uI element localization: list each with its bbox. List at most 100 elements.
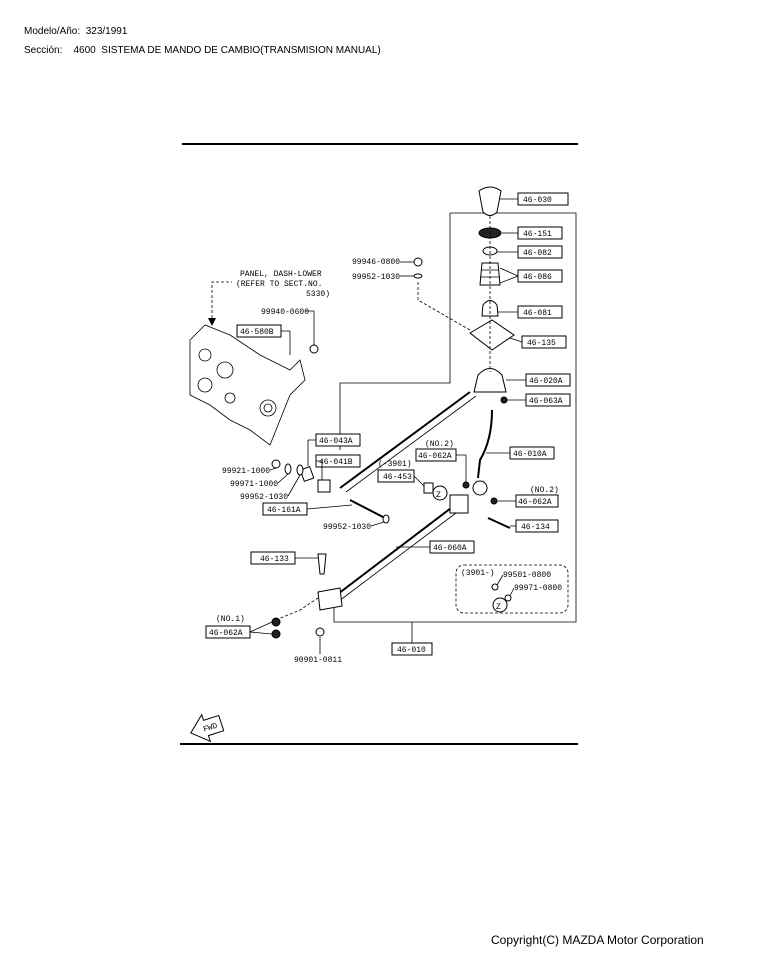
label-46-135: 46-135 [509,335,567,349]
spacer-453 [423,482,434,494]
label-46-030: 46-030 [500,192,569,206]
label-46-041B: 46-041B [315,454,361,480]
label-46-580B: 46-580B [236,324,291,355]
note-ref-3901: (-3901) [378,460,412,469]
washer-99952-low [382,514,390,524]
shift-lever-rod [477,409,493,479]
cover-plate [469,319,515,351]
label-46-161A: 46-161A [262,502,353,516]
svg-text:46-135: 46-135 [527,339,556,348]
label-46-062A-top: 46-062A (NO.2) [415,440,467,482]
pn-99952-top: 99952-1030 [352,273,400,282]
label-46-010A: 46-010A [486,446,555,460]
pn-99971-box: 99971-0800 [514,584,562,593]
label-46-020A: 46-020A [506,373,571,387]
section-line: Sección: 4600 SISTEMA DE MANDO DE CAMBIO… [24,45,381,56]
z-marker-1-text: Z [436,491,441,500]
label-46-043A: 46-043A [307,433,361,466]
label-46-151: 46-151 [502,226,563,240]
pn-99501: 99501-0800 [503,571,551,580]
label-46-453: 46-453 (-3901) [377,460,425,487]
pn-90901: 90901-0811 [294,656,342,665]
svg-text:46-151: 46-151 [523,230,552,239]
bushing-a [299,466,315,482]
svg-text:46-086: 46-086 [523,273,552,282]
panel-leader [211,281,232,318]
lower-bracket [317,587,343,611]
assembly-bracket [333,212,577,623]
bolt-063A [500,396,508,404]
control-rod-upper [339,391,471,489]
bolt-133 [317,553,327,575]
svg-text:46-081: 46-081 [523,309,552,318]
bushing-062A-no1-b [271,629,281,639]
z-marker-2-text: Z [496,603,501,612]
svg-text:46-082: 46-082 [523,249,552,258]
pn-99946: 99946-0800 [352,258,400,267]
bolt-134 [487,517,511,529]
washer-99952 [296,464,304,476]
nut-99921 [271,459,281,469]
panel-note-line2: (REFER TO SECT.NO. [236,280,322,289]
svg-text:46-043A: 46-043A [319,437,353,446]
svg-text:46-453: 46-453 [383,473,412,482]
svg-text:46-134: 46-134 [521,523,550,532]
panel-grommet [259,399,277,417]
washer-99971 [284,463,292,475]
label-46-081: 46-081 [498,305,563,319]
panel-note-line1: PANEL, DASH-LOWER [240,270,322,279]
pn-99952-low: 99952-1030 [323,523,371,532]
label-46-062A-no1: 46-062A (NO.1) [205,615,273,639]
fwd-arrow [190,713,225,743]
lever-housing [473,368,507,393]
assembly-bracket-inner [339,213,451,450]
control-rod-lower [329,504,456,601]
bushing-062A-top [462,481,470,489]
label-46-060A: 46-060A [396,540,475,554]
bolt-161A [349,499,386,519]
svg-text:46-062A: 46-062A [209,629,243,638]
svg-text:46-062A: 46-062A [418,452,452,461]
note-ref-3901-box: (3901-) [461,569,495,578]
label-46-062A-right: 46-062A (NO.2) [497,486,559,508]
model-year-line: Modelo/Año: 323/1991 [24,26,128,37]
pn-99921: 99921-1000 [222,467,270,476]
label-46-086: 46-086 [499,267,563,284]
pn-99940: 99940-0600 [261,308,309,317]
panel-note-line3: 5330) [306,290,330,299]
copyright-footer: Copyright(C) MAZDA Motor Corporation [491,933,704,947]
dash-panel-outline [189,324,306,446]
svg-text:46-063A: 46-063A [529,397,563,406]
svg-text:46-062A: 46-062A [518,498,552,507]
z-marker-2 [492,597,508,613]
label-46-133: 46-133 [250,551,318,565]
svg-text:46-161A: 46-161A [267,506,301,515]
variant-box-3901 [455,564,569,614]
nut-99940 [309,344,319,354]
label-46-010: 46-010 [391,622,433,656]
svg-text:46-030: 46-030 [523,196,552,205]
svg-text:46-133: 46-133 [260,555,289,564]
shift-knob [478,186,502,216]
washer-99952 [413,273,423,279]
z-marker-1 [432,485,448,501]
pn-99952-mid: 99952-1030 [240,493,288,502]
fwd-text: FWD [202,722,219,735]
note-no2-top: (NO.2) [425,440,454,449]
note-no1: (NO.1) [216,615,245,624]
pn-99971: 99971-1000 [230,480,278,489]
note-no2-right: (NO.2) [530,486,559,495]
bushing-062A-right [490,497,498,505]
svg-text:46-020A: 46-020A [529,377,563,386]
nut-90901 [315,627,325,637]
label-46-134: 46-134 [510,519,559,533]
bushing-b [317,479,331,493]
svg-text:46-010A: 46-010A [513,450,547,459]
nut-99946 [413,257,423,267]
svg-text:46-060A: 46-060A [433,544,467,553]
svg-text:46-010: 46-010 [397,646,426,655]
svg-text:46-041B: 46-041B [319,458,353,467]
label-46-063A: 46-063A [507,393,571,407]
label-46-082: 46-082 [497,245,563,259]
